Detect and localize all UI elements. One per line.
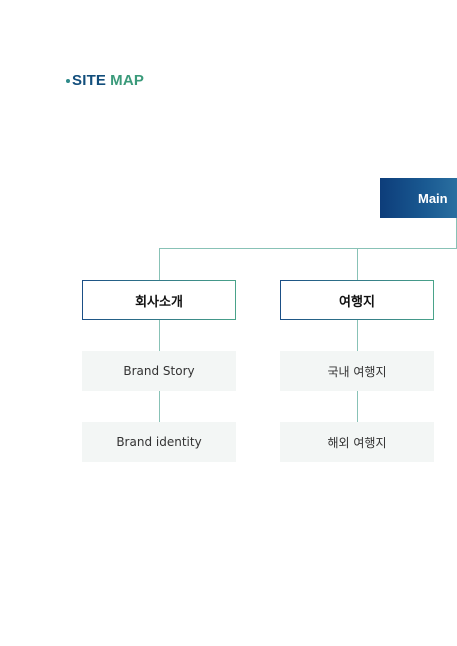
node-overseas-destinations: 해외 여행지 (280, 422, 434, 462)
connector-cat1-sub1 (159, 320, 160, 351)
connector-horizontal (159, 248, 457, 249)
connector-cat2-down (357, 248, 358, 280)
node-company-intro-label: 회사소개 (135, 294, 183, 310)
bullet-dot-icon (66, 79, 70, 83)
node-main-label: Main (418, 190, 448, 206)
node-brand-identity: Brand identity (82, 422, 236, 462)
node-destinations: 여행지 (280, 280, 434, 320)
node-brand-story-label: Brand Story (123, 364, 195, 378)
node-brand-story: Brand Story (82, 351, 236, 391)
node-overseas-destinations-label: 해외 여행지 (327, 435, 387, 450)
connector-cat1-sub2 (159, 391, 160, 422)
connector-cat2-sub2 (357, 391, 358, 422)
node-brand-identity-label: Brand identity (116, 435, 202, 449)
title-map: MAP (110, 72, 145, 89)
node-destinations-label: 여행지 (339, 294, 375, 310)
node-domestic-destinations-label: 국내 여행지 (327, 364, 387, 379)
node-main: Main (380, 178, 457, 218)
node-domestic-destinations: 국내 여행지 (280, 351, 434, 391)
connector-cat2-sub1 (357, 320, 358, 351)
node-company-intro: 회사소개 (82, 280, 236, 320)
page-title: SITE MAP (66, 72, 144, 89)
title-site: SITE (72, 72, 107, 89)
connector-cat1-down (159, 248, 160, 280)
